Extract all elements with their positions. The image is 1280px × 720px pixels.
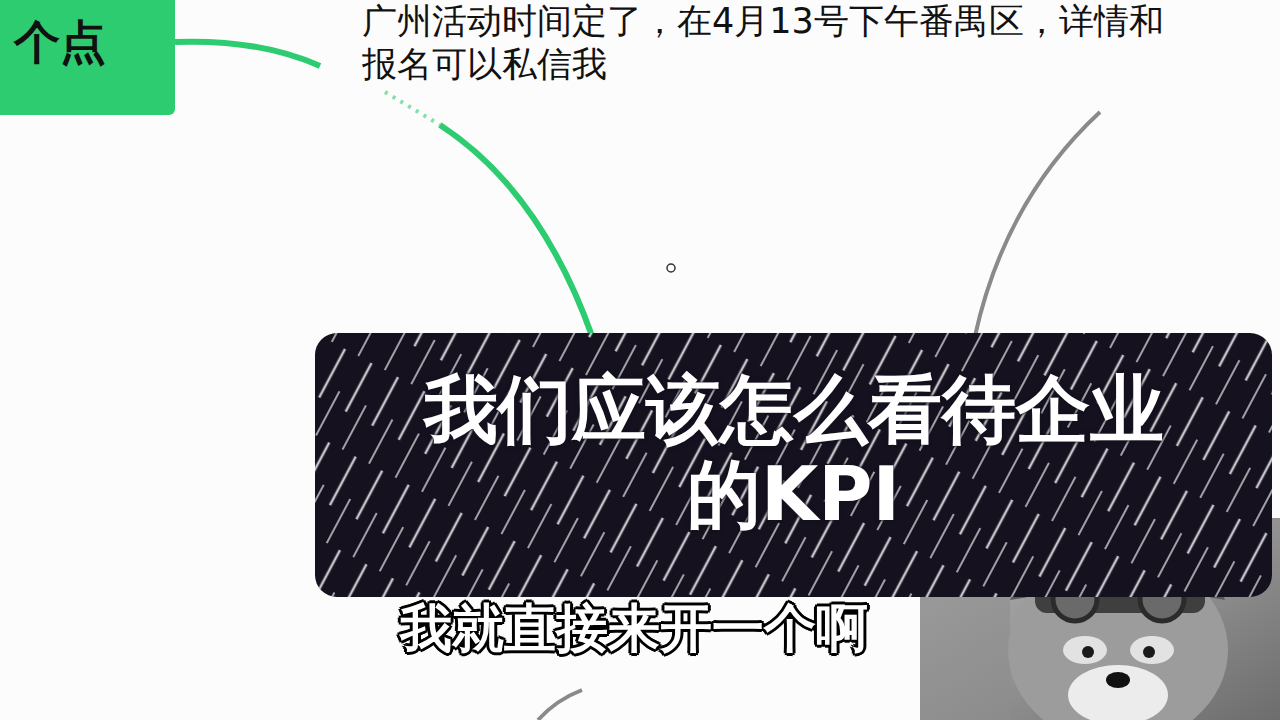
node-text: 个点 bbox=[14, 14, 164, 70]
node-text: 我们应该怎么看待企业的KPI bbox=[394, 367, 1194, 537]
branch-line bbox=[975, 112, 1100, 336]
title-banner: 我们应该怎么看待企业的KPI bbox=[315, 333, 1272, 597]
branch-line bbox=[538, 690, 582, 720]
subtitle: 我就直接来开一个啊 bbox=[400, 598, 940, 658]
branch-line-fade bbox=[385, 92, 440, 125]
branch-line bbox=[175, 42, 320, 66]
branch-line bbox=[440, 125, 592, 336]
cursor-dot bbox=[667, 264, 675, 272]
topic-node: 个点 bbox=[0, 0, 175, 115]
note-text: 广州活动时间定了，在4月13号下午番禺区，详情和报名可以私信我 bbox=[362, 0, 1177, 86]
